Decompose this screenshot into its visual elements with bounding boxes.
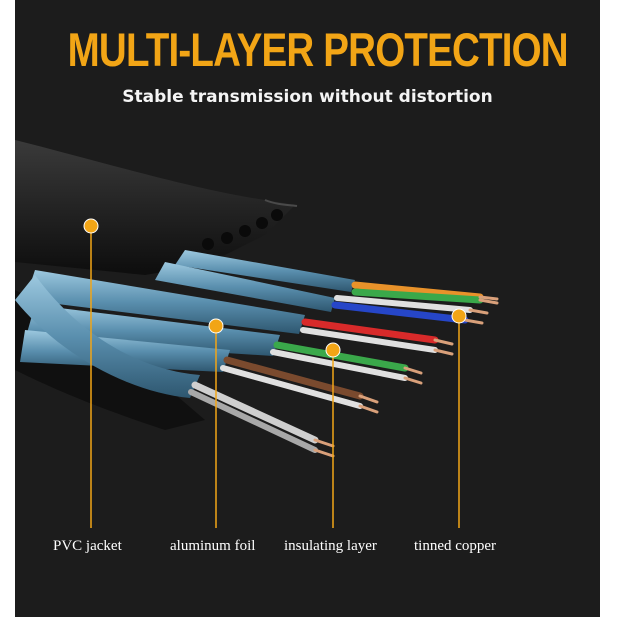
callout-pvc-jacket	[83, 218, 99, 528]
label-pvc-jacket: PVC jacket	[53, 538, 122, 554]
label-aluminum-foil: aluminum foil	[170, 538, 256, 554]
cable-illustration	[15, 140, 499, 528]
label-insulating-layer: insulating layer	[284, 538, 377, 554]
product-image-panel: MULTI-LAYER PROTECTION Stable transmissi…	[15, 0, 600, 617]
headline: MULTI-LAYER PROTECTION	[67, 23, 569, 76]
insulated-wires	[188, 281, 484, 453]
callout-tinned-copper	[451, 308, 467, 528]
jacket-ridges	[202, 209, 283, 250]
copper-tips	[313, 295, 499, 458]
callout-aluminum-foil	[208, 318, 224, 528]
subheadline: Stable transmission without distortion	[122, 87, 493, 107]
label-tinned-copper: tinned copper	[414, 538, 497, 554]
callout-insulating-layer	[325, 342, 341, 528]
pvc-jacket	[15, 140, 295, 275]
